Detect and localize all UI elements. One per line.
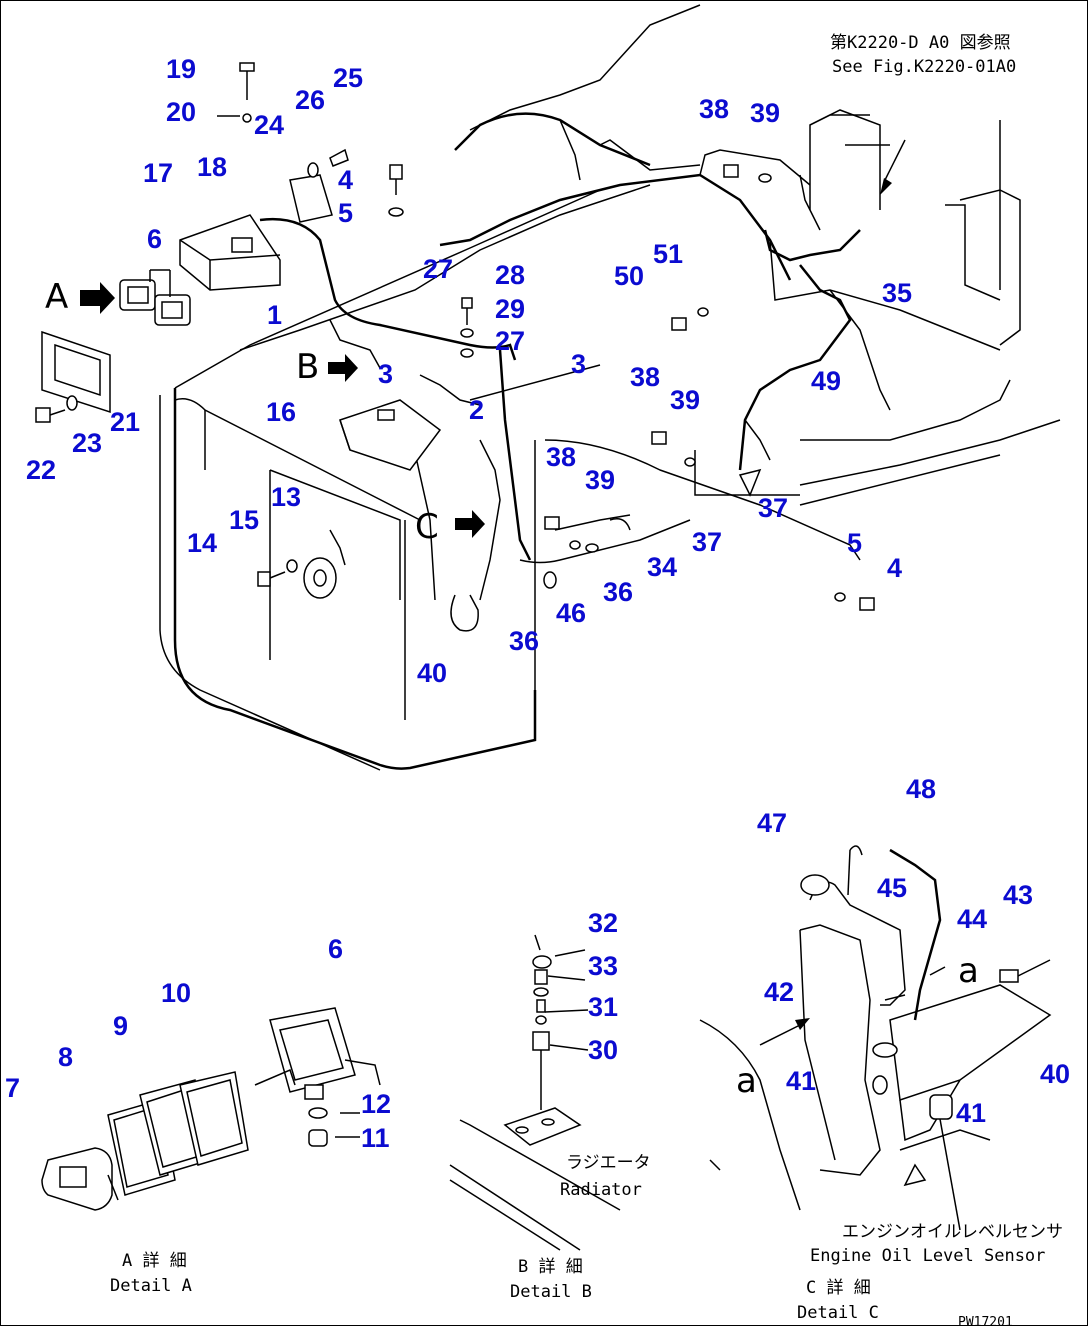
callout-17: 17	[143, 158, 173, 188]
callout-28: 28	[495, 260, 525, 290]
callout-27-b: 27	[495, 326, 525, 356]
detail-c-caption-jp: C 詳 細	[806, 1278, 871, 1298]
detail-marker-a-upper: a	[958, 951, 979, 991]
callout-27-a: 27	[423, 254, 453, 284]
callout-39-a: 39	[750, 98, 780, 128]
upper-left-components	[35, 62, 485, 599]
callout-18: 18	[197, 152, 227, 182]
callout-22: 22	[26, 455, 56, 485]
callout-16: 16	[266, 397, 296, 427]
callout-34: 34	[647, 552, 677, 582]
detail-a-caption-jp: A 詳 細	[122, 1251, 187, 1271]
radiator-label-jp: ラジエータ	[566, 1153, 651, 1173]
callout-14: 14	[187, 528, 217, 558]
machine-body	[159, 4, 1061, 771]
callout-38-a: 38	[699, 94, 729, 124]
callouts: 19 20 26 25 24 17 18 4 5 6 1 27 28 29 27…	[5, 54, 1070, 1153]
detail-c-drawing	[699, 845, 1052, 1231]
detail-marker-a-lower: a	[736, 1061, 757, 1101]
callout-23: 23	[72, 428, 102, 458]
callout-2: 2	[469, 395, 484, 425]
harness-fasteners	[460, 139, 906, 611]
callout-5-upper: 5	[338, 198, 353, 228]
callout-1: 1	[267, 300, 282, 330]
reference-en: See Fig.K2220-01A0	[832, 57, 1016, 77]
callout-49: 49	[811, 366, 841, 396]
callout-40-upper: 40	[417, 658, 447, 688]
callout-24: 24	[254, 110, 284, 140]
detail-a-drawing	[41, 1007, 381, 1211]
callout-42: 42	[764, 977, 794, 1007]
callout-41-a: 41	[786, 1066, 816, 1096]
callout-30: 30	[588, 1035, 618, 1065]
callout-38-c: 38	[546, 442, 576, 472]
detail-marker-c: C	[415, 507, 439, 547]
callout-43: 43	[1003, 880, 1033, 910]
callout-6-lower: 6	[328, 934, 343, 964]
callout-46: 46	[556, 598, 586, 628]
callout-48: 48	[906, 774, 936, 804]
detail-marker-b: B	[296, 347, 319, 387]
callout-40-lower: 40	[1040, 1059, 1070, 1089]
detail-c-caption-en: Detail C	[797, 1303, 879, 1323]
callout-32: 32	[588, 908, 618, 938]
detail-b-caption-en: Detail B	[510, 1282, 592, 1302]
callout-50: 50	[614, 261, 644, 291]
callout-3-b: 3	[571, 349, 586, 379]
callout-20: 20	[166, 97, 196, 127]
callout-19: 19	[166, 54, 196, 84]
callout-44: 44	[957, 904, 987, 934]
callout-9: 9	[113, 1011, 128, 1041]
callout-37-a: 37	[758, 493, 788, 523]
radiator-label-en: Radiator	[560, 1180, 642, 1200]
callout-7: 7	[5, 1073, 20, 1103]
callout-13: 13	[271, 482, 301, 512]
detail-b-caption-jp: B 詳 細	[518, 1257, 583, 1277]
callout-38-b: 38	[630, 362, 660, 392]
callout-4-lower: 4	[887, 553, 902, 583]
annotations: 第K2220-D A0 図参照 See Fig.K2220-01A0 A B C…	[45, 33, 1063, 1328]
sensor-label-en: Engine Oil Level Sensor	[810, 1246, 1045, 1266]
callout-15: 15	[229, 505, 259, 535]
callout-45: 45	[877, 873, 907, 903]
wiring-harness	[259, 174, 861, 632]
callout-10: 10	[161, 978, 191, 1008]
callout-25: 25	[333, 63, 363, 93]
callout-37-b: 37	[692, 527, 722, 557]
callout-12: 12	[361, 1089, 391, 1119]
callout-5-lower: 5	[847, 528, 862, 558]
callout-51: 51	[653, 239, 683, 269]
detail-a-caption-en: Detail A	[110, 1276, 192, 1296]
callout-47: 47	[757, 808, 787, 838]
callout-39-c: 39	[585, 465, 615, 495]
callout-36-b: 36	[509, 626, 539, 656]
drawing-code: PW17201	[958, 1315, 1013, 1328]
callout-33: 33	[588, 951, 618, 981]
callout-8: 8	[58, 1042, 73, 1072]
callout-4-upper: 4	[338, 165, 353, 195]
detail-b-drawing	[449, 934, 621, 1251]
detail-marker-a: A	[45, 277, 68, 317]
callout-26: 26	[295, 85, 325, 115]
callout-11: 11	[361, 1123, 390, 1153]
callout-36-a: 36	[603, 577, 633, 607]
sensor-label-jp: エンジンオイルレベルセンサ	[842, 1222, 1063, 1242]
callout-29: 29	[495, 294, 525, 324]
callout-35: 35	[882, 278, 912, 308]
callout-39-b: 39	[670, 385, 700, 415]
callout-31: 31	[588, 992, 618, 1022]
callout-41-b: 41	[956, 1098, 986, 1128]
callout-3-a: 3	[378, 359, 393, 389]
callout-21: 21	[110, 407, 140, 437]
callout-6-upper: 6	[147, 224, 162, 254]
reference-jp: 第K2220-D A0 図参照	[830, 33, 1011, 53]
